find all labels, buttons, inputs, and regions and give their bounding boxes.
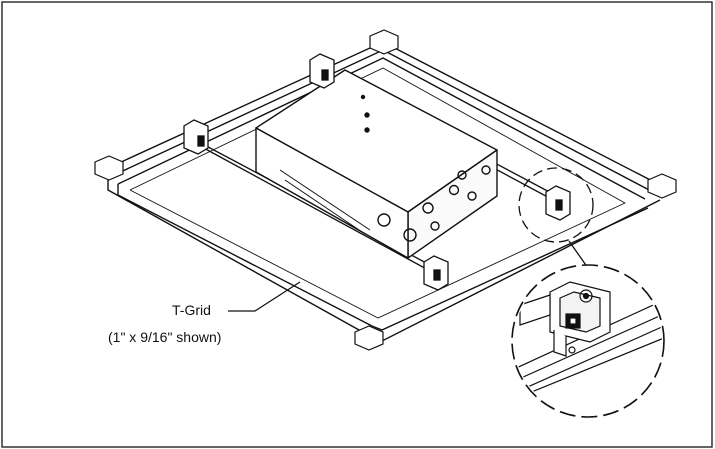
magnified-detail bbox=[511, 264, 665, 418]
detail-source-circle bbox=[518, 167, 594, 243]
cross-tee-top bbox=[369, 29, 399, 55]
grid-cross-tees bbox=[94, 29, 677, 351]
tgrid-label: T-Grid bbox=[172, 302, 211, 318]
tgrid-size-note: (1" x 9/16" shown) bbox=[108, 329, 222, 345]
detail-leader-line bbox=[568, 240, 589, 269]
junction-box bbox=[255, 69, 498, 259]
tgrid-leader-line bbox=[228, 281, 301, 312]
cross-tee-right bbox=[647, 173, 677, 199]
cross-tee-bottom bbox=[354, 325, 384, 351]
box-side bbox=[255, 127, 409, 259]
cross-tee-left bbox=[94, 155, 124, 181]
mounting-clips bbox=[183, 53, 571, 291]
